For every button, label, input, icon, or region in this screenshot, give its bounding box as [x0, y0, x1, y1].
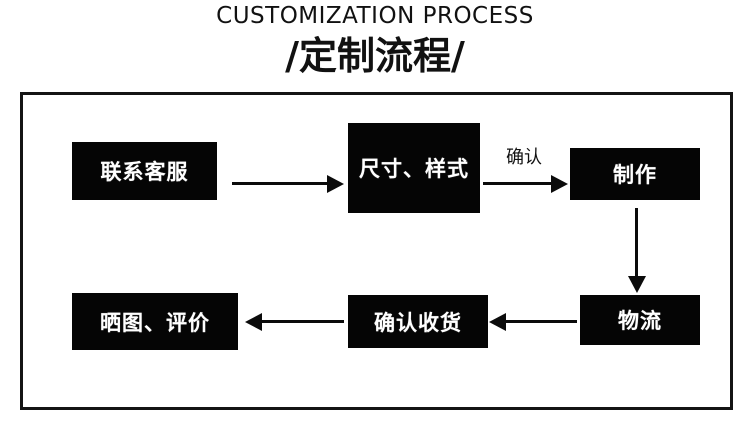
page-title-chinese: /定制流程/	[285, 34, 465, 78]
arrow-left-icon	[489, 313, 506, 331]
flow-node-logistics: 物流	[580, 295, 700, 345]
arrow-right-icon	[551, 175, 568, 193]
flow-node-photo-review: 晒图、评价	[72, 293, 238, 350]
arrow-contact-to-spec-line	[232, 182, 328, 185]
flow-node-production: 制作	[570, 148, 700, 200]
flow-node-contact-service: 联系客服	[72, 142, 217, 200]
arrow-right-icon	[327, 175, 344, 193]
arrow-left-icon	[245, 313, 262, 331]
page-title-english: CUSTOMIZATION PROCESS	[216, 3, 534, 29]
arrow-down-icon	[628, 276, 646, 293]
arrow-produce-to-logistics-line	[635, 208, 638, 278]
arrow-receipt-to-review-line	[262, 320, 344, 323]
arrow-spec-to-produce-line	[483, 182, 553, 185]
flow-node-confirm-receipt: 确认收货	[348, 295, 488, 348]
arrow-label-confirm: 确认	[506, 147, 542, 168]
arrow-logistics-to-receipt-line	[505, 320, 577, 323]
flow-node-size-style: 尺寸、样式	[348, 123, 480, 213]
